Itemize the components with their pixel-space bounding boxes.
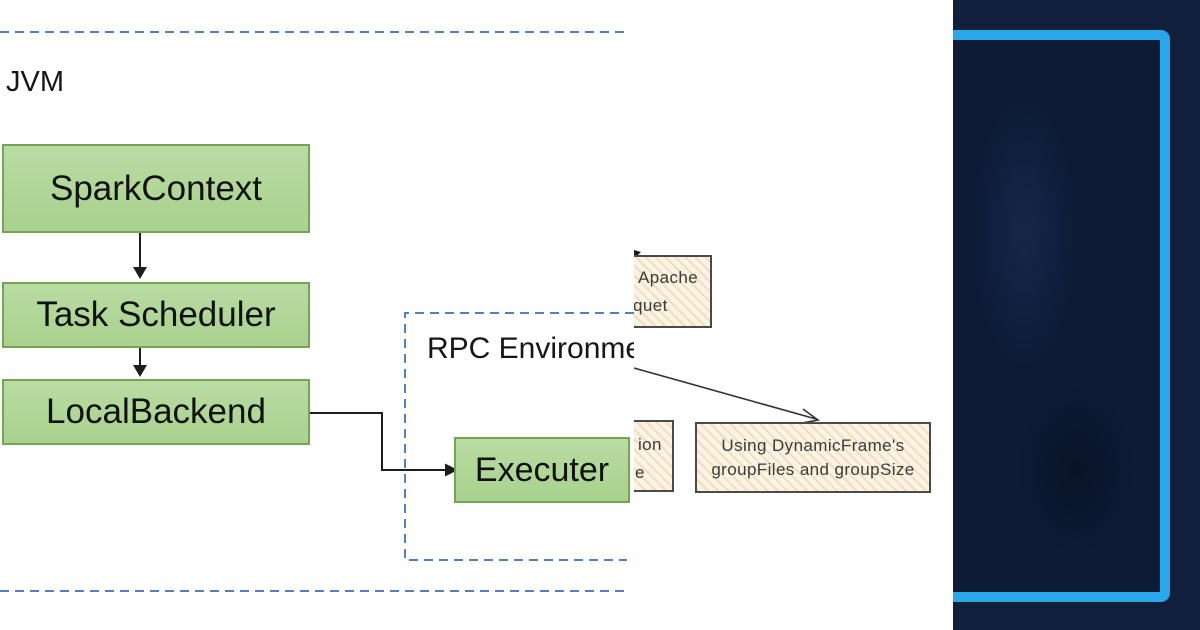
note-apache-parquet: Apache rquet <box>634 255 712 328</box>
note-dynamicframe: Using DynamicFrame's groupFiles and grou… <box>695 422 931 493</box>
note-partial: ion e <box>634 420 674 492</box>
arrow-to-dynamicframe-note <box>633 367 817 420</box>
diagram-lines <box>0 31 634 592</box>
arrow-down-icon <box>133 365 147 377</box>
slide-frame-border <box>953 30 1170 602</box>
node-localbackend: LocalBackend <box>2 379 310 445</box>
arrow-right-icon <box>445 463 458 477</box>
note-dynamicframe-line2: groupFiles and groupSize <box>711 460 915 479</box>
arrow-down-icon <box>133 267 147 279</box>
note-partial-line1: ion <box>638 435 662 454</box>
node-sparkcontext-label: SparkContext <box>49 168 263 208</box>
note-apache-line2: rquet <box>634 296 668 315</box>
node-executer: Executer <box>454 437 630 503</box>
jvm-container-label: JVM <box>6 66 64 98</box>
note-dynamicframe-line1: Using DynamicFrame's <box>721 436 905 455</box>
rpc-environment-label: RPC Environment <box>427 332 634 365</box>
note-partial-line2: e <box>635 463 645 482</box>
rpc-box-border <box>404 312 634 561</box>
note-apache-line1: Apache <box>638 268 699 287</box>
node-task-scheduler: Task Scheduler <box>2 282 310 348</box>
jvm-diagram-layer: JVM SparkContext Task Scheduler LocalBac… <box>0 31 634 592</box>
node-localbackend-label: LocalBackend <box>46 392 266 431</box>
node-task-scheduler-label: Task Scheduler <box>36 295 276 334</box>
node-sparkcontext: SparkContext <box>2 144 310 233</box>
node-executer-label: Executer <box>474 450 610 489</box>
connector-backend-to-executer <box>310 412 445 471</box>
slide-panel <box>953 0 1200 630</box>
